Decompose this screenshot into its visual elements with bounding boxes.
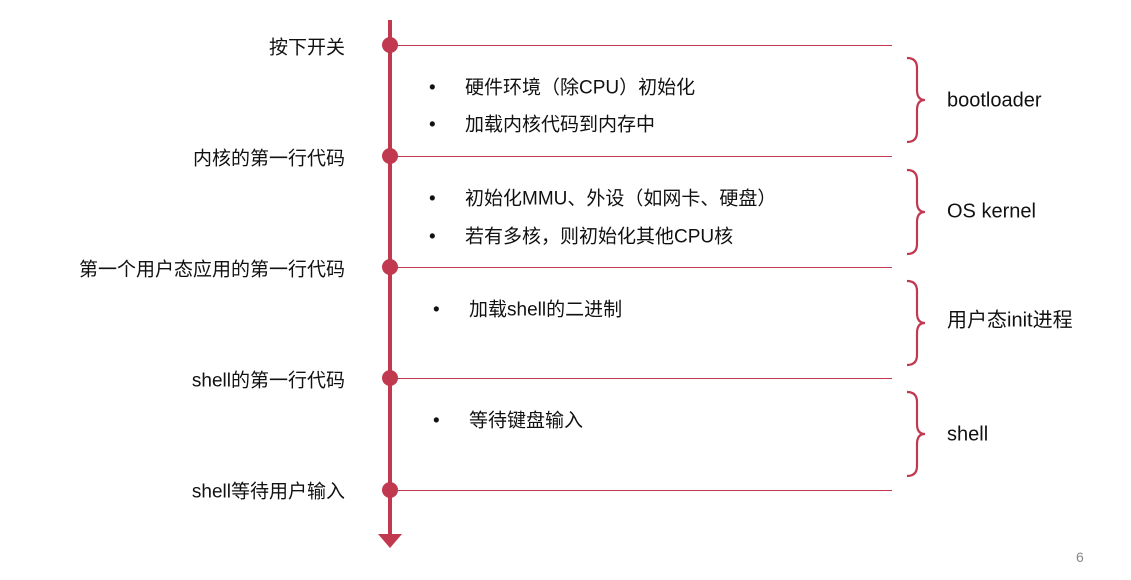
stage-label-shell: shell <box>947 423 989 446</box>
bullet-marker: • <box>433 299 440 321</box>
stage-label-os-kernel: OS kernel <box>947 200 1036 223</box>
bullet-marker: • <box>429 114 436 136</box>
bullet-marker: • <box>429 226 436 248</box>
milestone-line <box>390 267 892 268</box>
bullet-text: 等待键盘输入 <box>469 410 584 432</box>
bullet-text: 加载内核代码到内存中 <box>465 114 656 136</box>
milestone-label: shell等待用户输入 <box>191 481 345 503</box>
stage-bullet: • 等待键盘输入 <box>433 406 583 433</box>
milestone-dot <box>382 148 398 164</box>
bullet-text: 加载shell的二进制 <box>469 299 623 321</box>
milestone-line <box>390 378 892 379</box>
milestone-dot <box>382 37 398 53</box>
bullet-marker: • <box>429 77 436 99</box>
stage-bullet: • 加载内核代码到内存中 <box>429 110 655 137</box>
bullet-text: 初始化MMU、外设（如网卡、硬盘） <box>465 188 777 210</box>
brace-bootloader <box>906 56 926 144</box>
milestone-line <box>390 156 892 157</box>
brace-shell <box>906 390 926 478</box>
stage-bullet: • 加载shell的二进制 <box>433 295 622 322</box>
milestone-dot <box>382 259 398 275</box>
milestone-dot <box>382 482 398 498</box>
bullet-text: 若有多核，则初始化其他CPU核 <box>465 226 734 248</box>
bullet-marker: • <box>433 410 440 432</box>
stage-label-bootloader: bootloader <box>947 89 1042 112</box>
brace-init <box>906 279 926 367</box>
bullet-text: 硬件环境（除CPU）初始化 <box>465 77 696 99</box>
stage-bullet: • 硬件环境（除CPU）初始化 <box>429 73 695 100</box>
timeline-arrowhead <box>378 534 402 548</box>
milestone-line <box>390 45 892 46</box>
milestone-label: shell的第一行代码 <box>191 370 345 392</box>
milestone-label: 第一个用户态应用的第一行代码 <box>78 259 345 281</box>
page-number: 6 <box>1076 549 1084 565</box>
stage-bullet: • 初始化MMU、外设（如网卡、硬盘） <box>429 184 776 211</box>
stage-label-init: 用户态init进程 <box>947 309 1073 332</box>
bullet-marker: • <box>429 188 436 210</box>
milestone-label: 内核的第一行代码 <box>192 148 345 170</box>
brace-os-kernel <box>906 168 926 256</box>
milestone-line <box>390 490 892 491</box>
milestone-label: 按下开关 <box>268 37 345 59</box>
milestone-dot <box>382 370 398 386</box>
stage-bullet: • 若有多核，则初始化其他CPU核 <box>429 222 733 249</box>
